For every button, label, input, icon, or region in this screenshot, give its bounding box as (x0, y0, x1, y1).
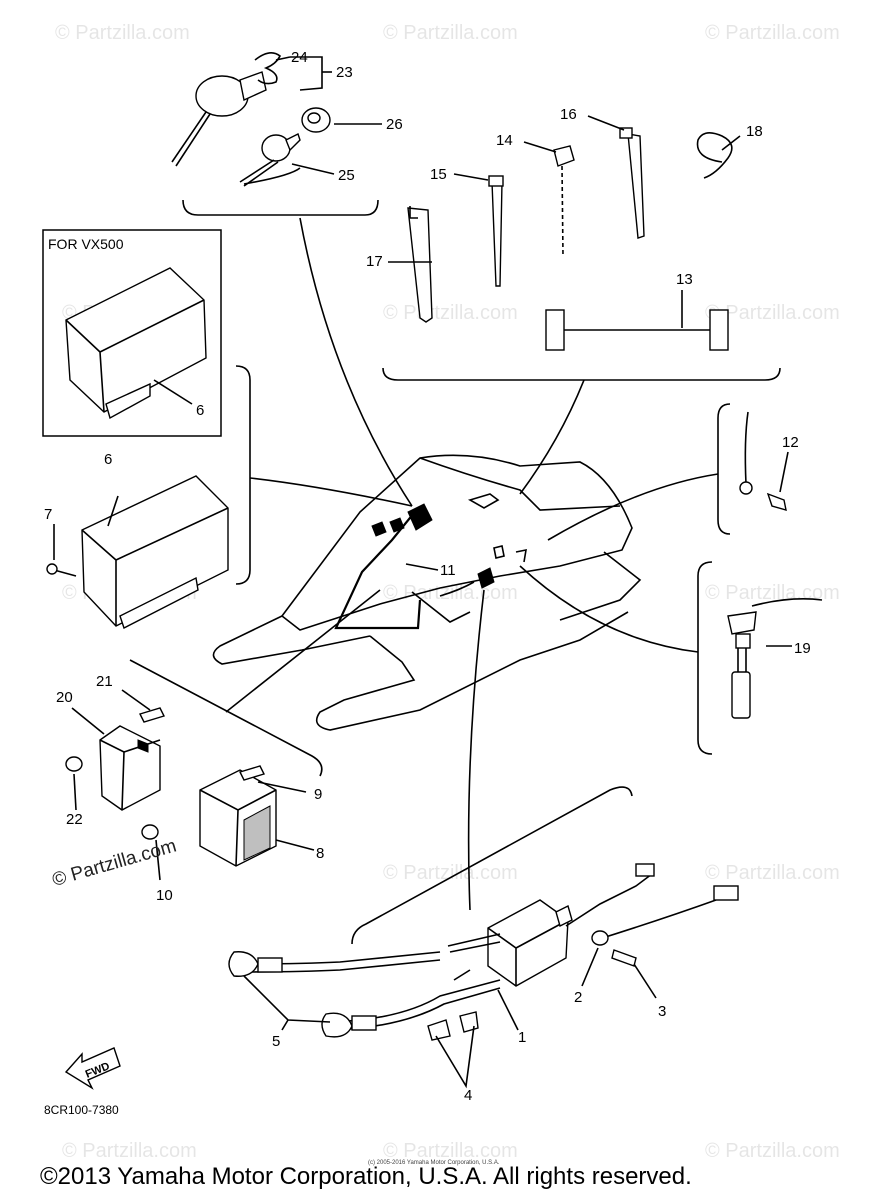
callout-20: 20 (56, 689, 73, 706)
watermark: © Partzilla.com (383, 862, 518, 884)
bracket (129, 659, 323, 777)
watermark: © Partzilla.com (383, 302, 518, 324)
callout-5: 5 (272, 1033, 281, 1050)
callout-22: 22 (66, 811, 83, 828)
callout-1: 1 (518, 1029, 527, 1046)
callout-8: 8 (316, 845, 325, 862)
fwd-arrow-icon: FWD (64, 1047, 121, 1090)
vx500-box (42, 229, 222, 437)
callout-14: 14 (496, 132, 513, 149)
regulator-group (65, 707, 277, 867)
callout-7: 7 (44, 506, 53, 523)
watermark: © Partzilla.com (55, 22, 190, 44)
callout-11: 11 (440, 562, 456, 579)
callout-13: 13 (676, 271, 693, 288)
harness-clips-group (382, 127, 781, 381)
leader-line (547, 473, 719, 541)
leader-line (225, 589, 381, 713)
callout-16: 16 (560, 106, 577, 123)
callout-19: 19 (794, 640, 811, 657)
callout-3: 3 (658, 1003, 667, 1020)
callout-25: 25 (338, 167, 355, 184)
callout-24: 24 (291, 49, 308, 66)
callout-17: 17 (366, 253, 383, 270)
watermark: © Partzilla.com (705, 22, 840, 44)
leader-line (519, 379, 585, 495)
copyright-notice: ©2013 Yamaha Motor Corporation, U.S.A. A… (40, 1163, 692, 1190)
tiny-copyright: (c) 2005-2016 Yamaha Motor Corporation, … (368, 1160, 500, 1166)
leader-line (467, 589, 485, 911)
watermark: © Partzilla.com (383, 1140, 518, 1162)
snowmobile-silhouette (212, 454, 642, 731)
watermark: © Partzilla.com (383, 22, 518, 44)
leader-line (299, 217, 413, 507)
ignition-coil-group (228, 786, 739, 1041)
watermark: © Partzilla.com (705, 302, 840, 324)
callout-9: 9 (314, 786, 323, 803)
watermark: © Partzilla.com (62, 1140, 197, 1162)
ignition-switch-group (171, 52, 379, 216)
cdi-unit-vx500 (65, 267, 207, 420)
callout-26: 26 (386, 116, 403, 133)
watermark: © Partzilla.com (705, 1140, 840, 1162)
vx500-box-label: FOR VX500 (48, 236, 124, 252)
callout-6-vx500: 6 (196, 402, 205, 419)
watermark: © Partzilla.com (705, 862, 840, 884)
callout-leaders (53, 56, 792, 1089)
ground-lead (739, 411, 787, 511)
diagram-part-code: 8CR100-7380 (44, 1103, 119, 1117)
callout-23: 23 (336, 64, 353, 81)
callout-18: 18 (746, 123, 763, 140)
callout-12: 12 (782, 434, 799, 451)
leader-line (249, 477, 413, 507)
callout-10: 10 (156, 887, 173, 904)
callout-4: 4 (464, 1087, 473, 1104)
callout-2: 2 (574, 989, 583, 1006)
cdi-unit (46, 365, 251, 629)
callout-15: 15 (430, 166, 447, 183)
leader-line (519, 565, 699, 653)
callout-6: 6 (104, 451, 113, 468)
callout-21: 21 (96, 673, 113, 690)
temp-sensor (727, 598, 823, 719)
